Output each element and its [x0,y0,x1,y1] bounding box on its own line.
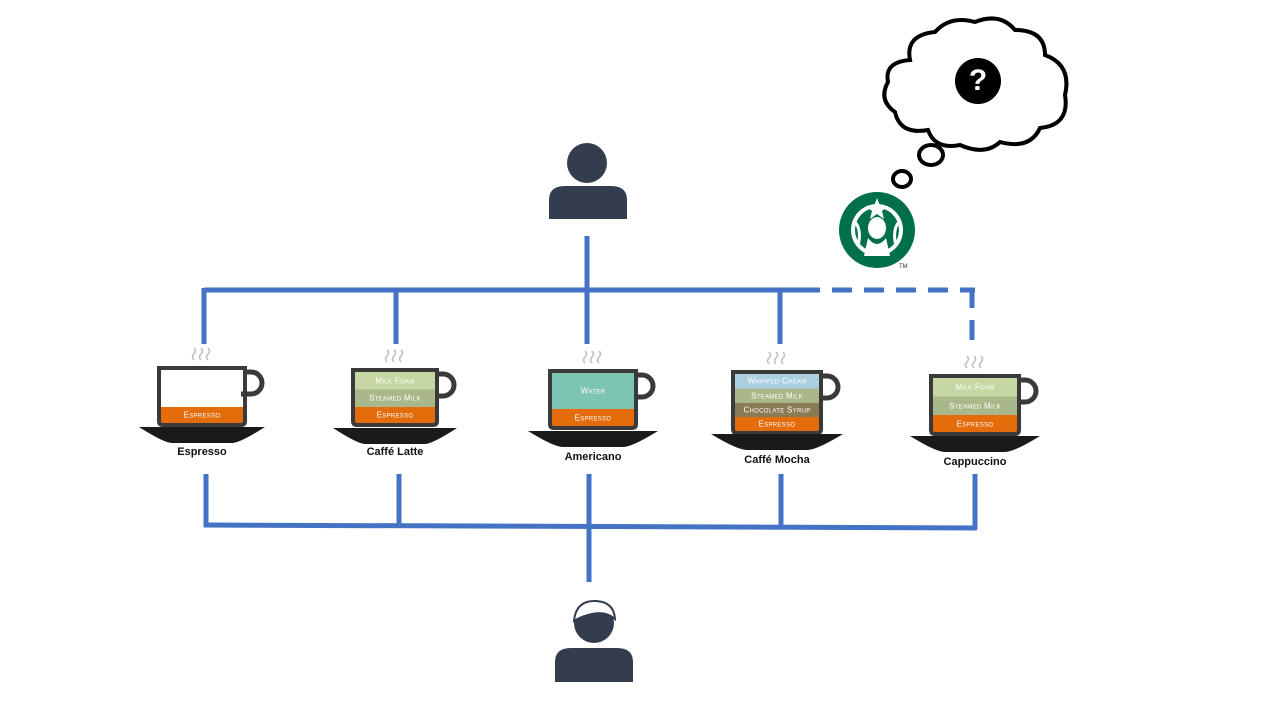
drink-name-espresso: Espresso [177,446,227,458]
layer-label-steamed-milk: Steamed Milk [949,401,1001,411]
starbucks-logo: TM [839,192,915,270]
question-mark-icon: ? [955,58,1001,104]
cup-layer-espresso [161,407,243,423]
layer-label-milk-foam: Milk Foam [375,376,415,386]
layer-label-espresso: Espresso [183,410,221,420]
steam-icon [780,351,786,365]
drink-name-cappuccino: Cappuccino [943,456,1007,468]
steam-icon [198,347,204,361]
layer-label-whipped-cream: Whipped Cream [747,376,807,386]
cup-layer-espresso [552,409,634,426]
cup-saucer [711,434,843,450]
person-bottom-icon [555,599,633,682]
layer-label-espresso: Espresso [376,410,414,420]
cup-americano [528,350,658,447]
steam-icon [398,349,404,363]
layer-label-espresso: Espresso [758,419,796,429]
layer-label-water: Water [580,386,606,396]
steam-icon [582,350,588,364]
cup-layer-milk-foam [355,372,435,390]
layer-label-steamed-milk: Steamed Milk [369,393,421,403]
cup-handle [632,372,656,400]
cup-layer-steamed-milk [933,396,1017,415]
layer-label-chocolate: Chocolate Syrup [743,405,811,415]
cup-saucer [528,431,658,447]
cup-layer-espresso [355,407,435,423]
cup-saucer [139,427,265,443]
cups-group [139,347,1040,452]
cup-caff-mocha [711,351,843,450]
cup-handle [1015,377,1039,405]
steam-icon [766,351,772,365]
cup-layer-whipped-cream [735,374,819,389]
steam-icon [596,350,602,364]
layer-label-steamed-milk: Steamed Milk [751,391,803,400]
cup-layer-steamed-milk [355,389,435,407]
cup-layer-water [552,373,634,409]
steam-icon [964,355,970,369]
cup-handle [241,369,265,397]
cup-layer-milk-foam [933,378,1017,397]
steam-icon [391,349,397,363]
cup-layer-steamed-milk [735,388,819,403]
cup-layer-chocolate [735,402,819,417]
cup-handle [817,373,841,401]
layer-label-espresso: Espresso [956,419,994,428]
cup-handle [433,371,457,399]
cup-cappuccino [910,355,1040,452]
cup-body [731,370,823,435]
logo-tm-text: TM [899,264,908,270]
cup-saucer [333,428,457,444]
drink-name-americano: Americano [564,451,622,463]
cup-saucer [910,436,1040,452]
cup-body [929,374,1021,436]
cup-layer-espresso [735,417,819,431]
layer-label-milk-foam: Milk Foam [955,382,995,392]
steam-icon [773,351,779,365]
drink-name-caff-latte: Caffé Latte [366,446,424,458]
cup-body [351,368,439,427]
steam-icon [384,349,390,363]
cup-body [548,369,638,430]
cup-espresso [139,347,265,443]
steam-icon [978,355,984,369]
connector-lines [201,236,978,582]
cup-body [157,366,247,427]
steam-icon [191,347,197,361]
steam-icon [205,347,211,361]
steam-icon [589,350,595,364]
layer-label-espresso: Espresso [574,413,612,422]
steam-icon [971,355,977,369]
drink-name-caff-mocha: Caffé Mocha [744,454,810,466]
cup-caff-latte [333,349,457,444]
person-top-icon [549,143,627,219]
cup-layer-espresso [933,415,1017,432]
